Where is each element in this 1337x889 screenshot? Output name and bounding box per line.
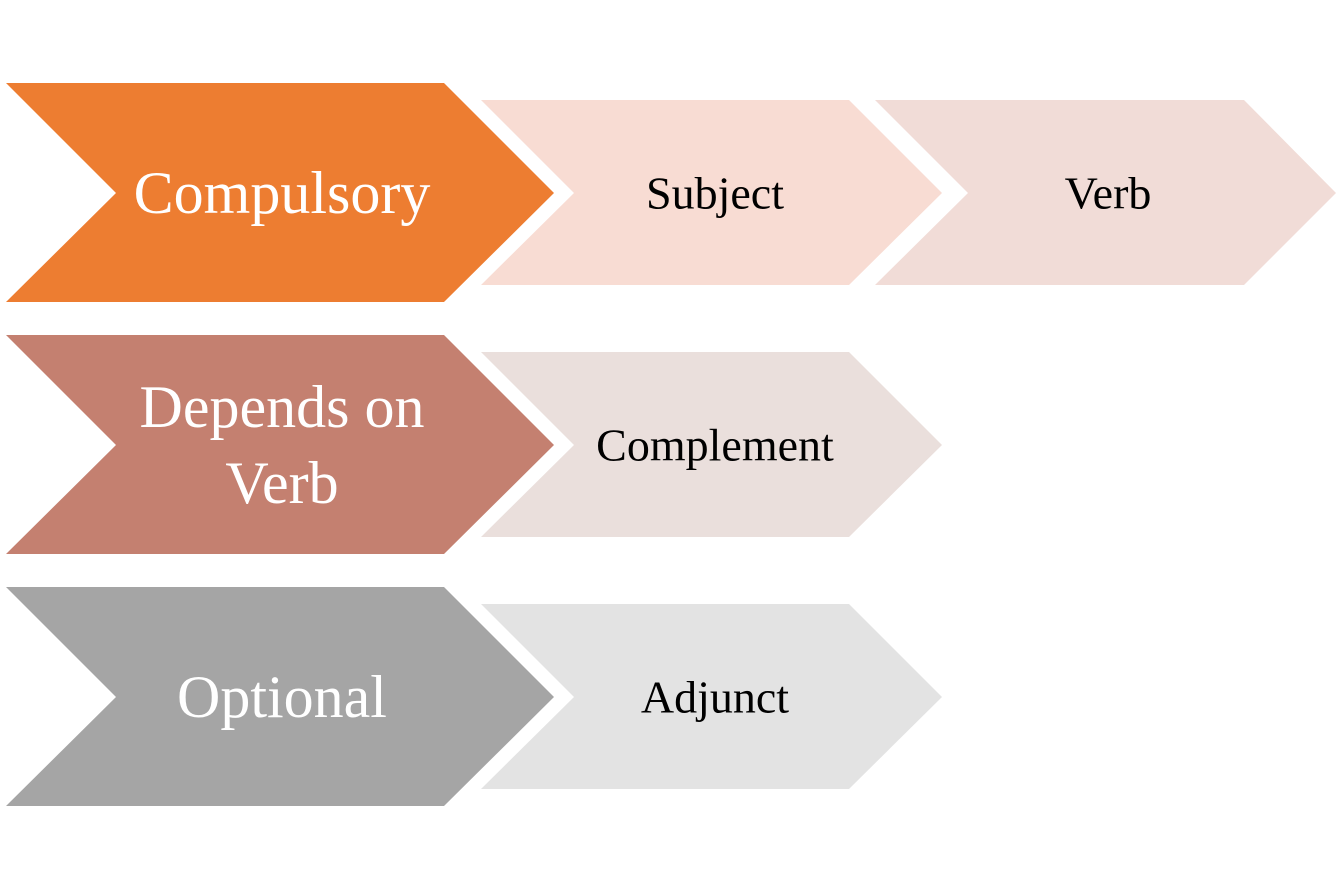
category-label-depends-on-verb-line1: Depends on (140, 374, 425, 440)
item-chevron-complement (481, 352, 942, 537)
category-chevron-compulsory (6, 83, 554, 302)
item-chevron-subject (481, 100, 942, 285)
item-label-adjunct: Adjunct (641, 672, 789, 723)
row-optional: Optional Adjunct (6, 587, 942, 806)
category-chevron-optional (6, 587, 554, 806)
row-compulsory: Compulsory Subject Verb (6, 83, 1336, 302)
item-label-subject: Subject (646, 168, 784, 219)
item-chevron-verb (875, 100, 1336, 285)
item-chevron-adjunct (481, 604, 942, 789)
category-chevron-depends-on-verb (6, 335, 554, 554)
category-label-optional: Optional (177, 664, 387, 730)
item-label-verb: Verb (1065, 168, 1152, 219)
category-label-compulsory: Compulsory (134, 160, 431, 226)
row-depends-on-verb: Depends on Verb Complement (6, 335, 942, 554)
category-label-depends-on-verb-line2: Verb (225, 450, 338, 516)
item-label-complement: Complement (596, 420, 834, 471)
